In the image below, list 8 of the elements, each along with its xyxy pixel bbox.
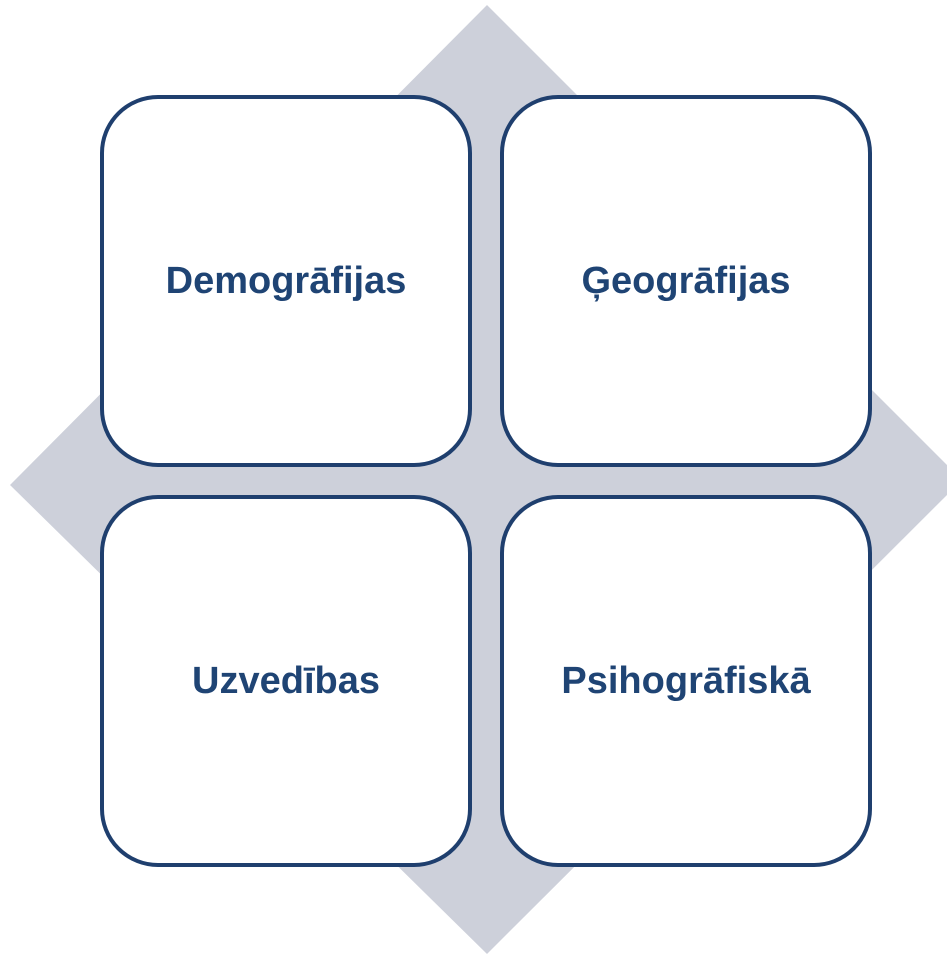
box-label: Demogrāfijas: [166, 260, 406, 302]
rounded-box: [100, 495, 472, 867]
rounded-box: [500, 95, 872, 467]
box-label: Ģeogrāfijas: [581, 260, 791, 302]
rounded-box: [100, 95, 472, 467]
box-label: Uzvedības: [192, 660, 380, 702]
box-label: Psihogrāfiskā: [561, 660, 811, 702]
rounded-box: [500, 495, 872, 867]
